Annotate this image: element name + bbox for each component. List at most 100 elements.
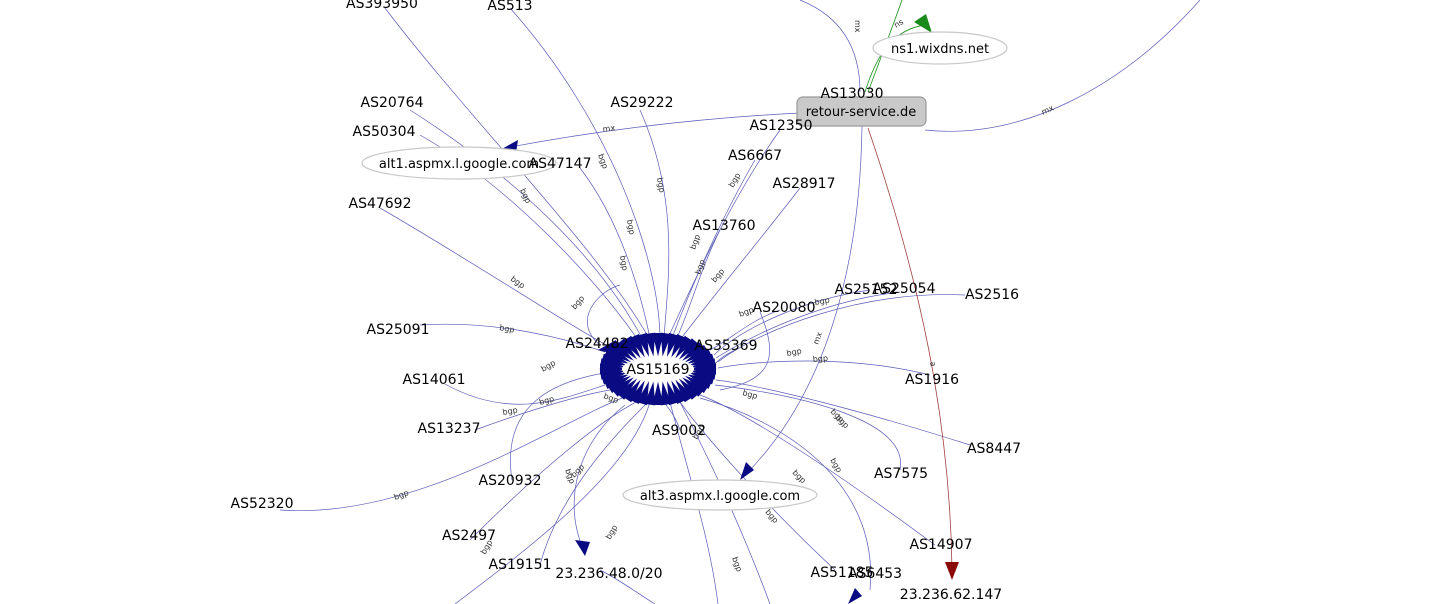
edge-as1916-as15169	[717, 360, 931, 376]
edge-label-ns: ns	[893, 17, 906, 29]
arrowhead-as24482	[598, 340, 618, 355]
edge-label-bgp: bgp	[834, 413, 851, 430]
as-node[interactable]: AS25152	[835, 282, 898, 298]
host-node-ns1[interactable]	[872, 31, 1008, 65]
edge-as51185-as15169	[679, 401, 836, 571]
edge-label-bgp: bgp	[688, 233, 702, 250]
edge-label-bgp: bgp	[499, 323, 516, 335]
as-node[interactable]: AS25054	[873, 281, 936, 297]
arrowhead-ns1	[914, 14, 932, 33]
arrowhead-23-236-48	[575, 540, 590, 556]
as-node[interactable]: AS13030	[821, 86, 884, 102]
edge-mx-right	[924, 0, 1201, 132]
edge-label-mx: mx	[811, 331, 824, 346]
edge-as6453-as15169	[699, 397, 872, 591]
as-node[interactable]: AS6453	[848, 566, 902, 582]
as-node[interactable]: AS52320	[231, 496, 294, 512]
edge-label-bgp: bgp	[540, 358, 558, 373]
edge-as8447-as15169	[715, 379, 971, 446]
domain-node-box[interactable]	[796, 96, 927, 127]
as-node[interactable]: AS6667	[728, 148, 782, 164]
as-node[interactable]: AS35369	[695, 338, 758, 354]
edge-as513-as15169	[509, 7, 661, 341]
edge-as7575-as15169	[714, 384, 901, 471]
host-node-label-ns1[interactable]: ns1.wixdns.net	[891, 42, 989, 57]
arrowhead-alt3	[740, 462, 754, 480]
as-node[interactable]: AS28917	[773, 176, 836, 192]
domain-node-label[interactable]: retour-service.de	[806, 105, 917, 120]
prefix-node-23-236-48-0-20[interactable]: 23.236.48.0/20	[555, 566, 662, 582]
as-node[interactable]: AS12350	[750, 118, 813, 134]
as-node[interactable]: AS50304	[353, 124, 416, 140]
edge-as14907-as15169	[699, 394, 936, 546]
cluster-arrowhead	[606, 375, 632, 394]
edge-as15169-bottom-3	[679, 401, 771, 604]
as-node[interactable]: AS393950	[346, 0, 418, 12]
as-node[interactable]: AS14061	[403, 372, 466, 388]
host-node-label-alt1[interactable]: alt1.aspmx.l.google.com	[379, 157, 539, 172]
edge-as25152-as15169	[713, 289, 871, 356]
edge-label-bgp: bgp	[741, 388, 758, 401]
edge-as20080-loop	[719, 311, 770, 391]
edge-label-bgp: bgp	[828, 457, 843, 475]
edge-label-bgp: bgp	[604, 523, 619, 541]
cluster-arrowhead	[644, 332, 656, 357]
cluster-arrowhead	[615, 338, 638, 360]
edge-mx-top	[799, 0, 861, 93]
cluster-center	[622, 358, 694, 380]
cluster-arrowhead	[652, 333, 664, 357]
as-node[interactable]: AS13760	[693, 218, 756, 234]
as-node-as15169[interactable]: AS15169	[627, 362, 690, 378]
cluster-arrowhead	[636, 332, 650, 357]
as-node[interactable]: AS14907	[910, 537, 973, 553]
edge-label-a: a	[928, 361, 938, 367]
as-node[interactable]: AS13237	[418, 421, 481, 437]
edge-label-bgp: bgp	[569, 462, 586, 479]
as-node[interactable]: AS19151	[489, 557, 552, 573]
cluster-arrowhead	[675, 379, 694, 403]
as-node[interactable]: AS24482	[566, 336, 629, 352]
edge-as52320-as15169	[279, 394, 631, 512]
edge-label-bgp: bgp	[570, 294, 587, 311]
edge-a-23-236-62	[867, 127, 953, 571]
as-node[interactable]: AS29222	[611, 95, 674, 111]
as-node[interactable]: AS20764	[361, 95, 424, 111]
edges	[279, 0, 1201, 604]
edge-as2516-as15169	[717, 294, 966, 363]
edge-label-bgp: bgp	[625, 219, 637, 236]
as-node[interactable]: AS2497	[442, 528, 496, 544]
edge-mx-alt1	[504, 112, 801, 149]
cluster-arrowhead	[610, 377, 634, 397]
edge-as20764-as15169	[409, 109, 643, 339]
as-node[interactable]: AS7575	[874, 466, 928, 482]
as-node[interactable]: AS8447	[967, 441, 1021, 457]
edge-as20932-as15169	[510, 371, 611, 481]
as-node[interactable]: AS51185	[811, 565, 874, 581]
as-node[interactable]: AS47147	[529, 156, 592, 172]
edge-label-mx: mx	[602, 123, 616, 134]
edge-label-bgp: bgp	[710, 267, 727, 284]
prefix-node-23-236-62-147[interactable]: 23.236.62.147	[900, 587, 1002, 603]
edge-as2497-as15169	[469, 399, 641, 541]
as-node[interactable]: AS2516	[965, 287, 1019, 303]
edge-label-bgp: bgp	[791, 468, 808, 485]
host-node-alt3[interactable]	[622, 479, 818, 511]
arrowhead-23-236-62	[945, 562, 959, 580]
as-node[interactable]: AS25091	[367, 322, 430, 338]
as-node[interactable]: AS20080	[753, 300, 816, 316]
host-node-label-alt3[interactable]: alt3.aspmx.l.google.com	[640, 489, 800, 504]
edge-as12350-as15169	[667, 129, 781, 339]
host-node-alt1[interactable]	[361, 146, 557, 180]
edge-label-bgp: bgp	[763, 508, 780, 525]
edge-as15169-23-236-48	[573, 404, 626, 554]
cluster-arrowhead	[615, 378, 638, 400]
as-node[interactable]: AS9002	[652, 423, 706, 439]
as-node[interactable]: AS513	[487, 0, 532, 14]
as-node[interactable]: AS47692	[349, 196, 412, 212]
cluster-arrowhead	[660, 381, 672, 406]
as-node[interactable]: AS20932	[479, 473, 542, 489]
as-node[interactable]: AS1916	[905, 372, 959, 388]
edge-23-236-48-bottom	[599, 569, 656, 604]
edge-label-bgp: bgp	[393, 488, 410, 502]
